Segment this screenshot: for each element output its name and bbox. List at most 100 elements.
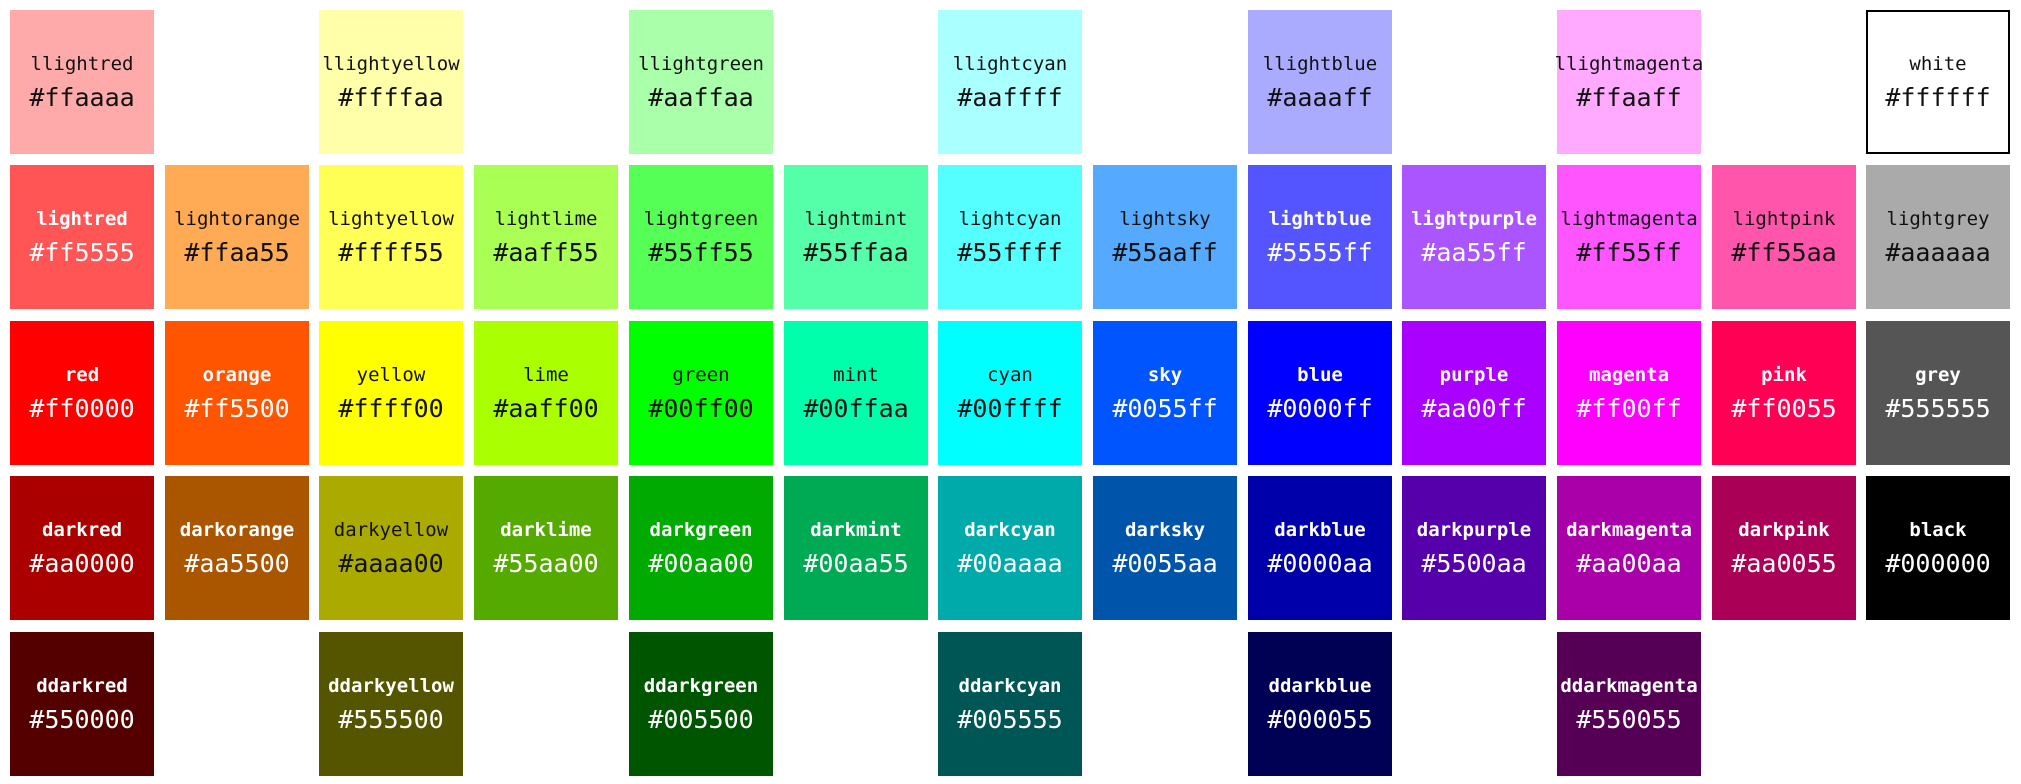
swatch-hex: #ff00ff xyxy=(1576,394,1682,423)
swatch-hex: #ffffaa xyxy=(338,83,444,112)
swatch-name: ddarkblue xyxy=(1268,675,1372,697)
swatch-name: llightcyan xyxy=(952,53,1068,75)
swatch-darkcyan: darkcyan#00aaaa xyxy=(938,476,1082,620)
swatch-name: darkorange xyxy=(179,519,295,541)
swatch-sky: sky#0055ff xyxy=(1093,321,1237,465)
swatch-hex: #005500 xyxy=(648,705,754,734)
swatch-hex: #000000 xyxy=(1885,549,1991,578)
swatch-ddarkblue: ddarkblue #000055 xyxy=(1248,632,1392,776)
swatch-name: darkgreen xyxy=(649,519,753,541)
swatch-hex: #ff5555 xyxy=(29,238,135,267)
swatch-hex: #aa5500 xyxy=(184,549,290,578)
swatch-pink: pink#ff0055 xyxy=(1712,321,1856,465)
swatch-hex: #0000ff xyxy=(1267,394,1373,423)
swatch-hex: #00ff00 xyxy=(648,394,754,423)
swatch-purple: purple#aa00ff xyxy=(1402,321,1546,465)
swatch-hex: #aaaaff xyxy=(1267,83,1373,112)
swatch-hex: #aaffff xyxy=(957,83,1063,112)
swatch-name: lightorange xyxy=(174,208,300,230)
swatch-magenta: magenta #ff00ff xyxy=(1557,321,1701,465)
swatch-name: ddarkgreen xyxy=(643,675,759,697)
swatch-hex: #aa55ff xyxy=(1421,238,1527,267)
swatch-hex: #00aa00 xyxy=(648,549,754,578)
swatch-llightmagenta: llightmagenta#ffaaff xyxy=(1555,10,1703,154)
swatch-hex: #55aa00 xyxy=(493,549,599,578)
swatch-name: orange xyxy=(202,364,272,386)
swatch-darkmagenta: darkmagenta#aa00aa xyxy=(1557,476,1701,620)
swatch-cyan: cyan #00ffff xyxy=(938,321,1082,465)
swatch-lightpink: lightpink#ff55aa xyxy=(1712,165,1856,309)
swatch-name: ddarkmagenta xyxy=(1560,675,1698,697)
swatch-name: sky xyxy=(1147,364,1183,386)
swatch-green: green#00ff00 xyxy=(629,321,773,465)
swatch-name: lightlime xyxy=(494,208,598,230)
swatch-name: blue xyxy=(1297,364,1343,386)
swatch-name: darkred xyxy=(41,519,123,541)
swatch-name: darkcyan xyxy=(964,519,1056,541)
swatch-name: red xyxy=(64,364,100,386)
swatch-red: red #ff0000 xyxy=(10,321,154,465)
swatch-lightsky: lightsky#55aaff xyxy=(1093,165,1237,309)
swatch-name: lightcyan xyxy=(958,208,1062,230)
swatch-name: lightblue xyxy=(1268,208,1372,230)
swatch-hex: #ff55aa xyxy=(1731,238,1837,267)
swatch-hex: #ff0000 xyxy=(29,394,135,423)
swatch-darkpurple: darkpurple#5500aa xyxy=(1402,476,1546,620)
swatch-hex: #ffff55 xyxy=(338,238,444,267)
swatch-hex: #ff55ff xyxy=(1576,238,1682,267)
swatch-hex: #0000aa xyxy=(1267,549,1373,578)
swatch-darkpink: darkpink#aa0055 xyxy=(1712,476,1856,620)
swatch-name: grey xyxy=(1915,364,1961,386)
swatch-hex: #55ffaa xyxy=(803,238,909,267)
swatch-name: white xyxy=(1909,53,1967,75)
swatch-ddarkmagenta: ddarkmagenta #550055 xyxy=(1557,632,1701,776)
swatch-hex: #0055aa xyxy=(1112,549,1218,578)
swatch-hex: #555500 xyxy=(338,705,444,734)
swatch-name: black xyxy=(1909,519,1967,541)
swatch-hex: #aaff55 xyxy=(493,238,599,267)
swatch-name: cyan xyxy=(987,364,1033,386)
swatch-name: purple xyxy=(1439,364,1509,386)
swatch-darksky: darksky#0055aa xyxy=(1093,476,1237,620)
swatch-lightyellow: lightyellow#ffff55 xyxy=(319,165,463,309)
swatch-darklime: darklime#55aa00 xyxy=(474,476,618,620)
swatch-name: ddarkcyan xyxy=(958,675,1062,697)
swatch-hex: #5500aa xyxy=(1421,549,1527,578)
swatch-name: darkblue xyxy=(1274,519,1366,541)
swatch-hex: #000055 xyxy=(1267,705,1373,734)
swatch-name: lightpurple xyxy=(1411,208,1537,230)
swatch-hex: #00ffff xyxy=(957,394,1063,423)
swatch-lightorange: lightorange #ffaa55 xyxy=(165,165,309,309)
swatch-llightyellow: llightyellow #ffffaa xyxy=(319,10,463,154)
swatch-name: llightgreen xyxy=(638,53,764,75)
swatch-name: lightgreen xyxy=(643,208,759,230)
swatch-hex: #aaaa00 xyxy=(338,549,444,578)
swatch-hex: #00aa55 xyxy=(803,549,909,578)
swatch-hex: #005555 xyxy=(957,705,1063,734)
swatch-name: magenta xyxy=(1588,364,1670,386)
swatch-name: darkmint xyxy=(810,519,902,541)
swatch-ddarkgreen: ddarkgreen #005500 xyxy=(629,632,773,776)
swatch-hex: #aa00aa xyxy=(1576,549,1682,578)
swatch-name: ddarkyellow xyxy=(328,675,454,697)
swatch-darkyellow: darkyellow#aaaa00 xyxy=(319,476,463,620)
swatch-name: darkpink xyxy=(1738,519,1830,541)
swatch-hex: #55ffff xyxy=(957,238,1063,267)
swatch-lightred: lightred #ff5555 xyxy=(10,165,154,309)
swatch-hex: #aaffaa xyxy=(648,83,754,112)
swatch-darkred: darkred#aa0000 xyxy=(10,476,154,620)
swatch-hex: #550055 xyxy=(1576,705,1682,734)
swatch-name: llightyellow xyxy=(322,53,460,75)
swatch-lightgrey: lightgrey#aaaaaa xyxy=(1866,165,2010,309)
swatch-hex: #ffff00 xyxy=(338,394,444,423)
swatch-llightcyan: llightcyan #aaffff xyxy=(938,10,1082,154)
swatch-darkorange: darkorange #aa5500 xyxy=(165,476,309,620)
swatch-ddarkcyan: ddarkcyan #005555 xyxy=(938,632,1082,776)
swatch-hex: #ffaa55 xyxy=(184,238,290,267)
swatch-name: lightred xyxy=(36,208,128,230)
swatch-lightpurple: lightpurple #aa55ff xyxy=(1402,165,1546,309)
swatch-hex: #550000 xyxy=(29,705,135,734)
swatch-white: white#ffffff xyxy=(1866,10,2010,154)
swatch-name: lightsky xyxy=(1119,208,1211,230)
